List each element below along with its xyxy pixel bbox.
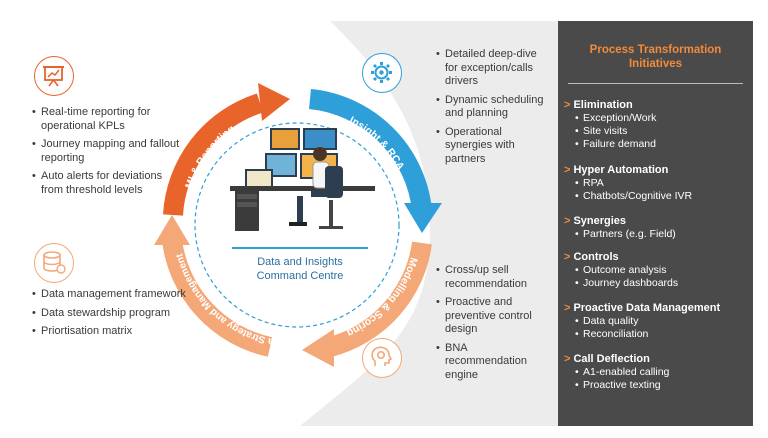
caret-icon: > bbox=[564, 302, 571, 314]
panel-title-line1: Process Transformation bbox=[589, 44, 722, 56]
panel-divider bbox=[568, 83, 743, 84]
data-strategy-arrowhead bbox=[154, 215, 190, 245]
list-item: Data quality bbox=[575, 315, 749, 328]
section-call-deflection: >Call Deflection A1-enabled calling Proa… bbox=[564, 352, 749, 393]
cycle-diagram: MI & Reporting Insight & RCA Modelling &… bbox=[154, 83, 442, 367]
caret-icon: > bbox=[564, 215, 571, 227]
center-divider bbox=[232, 247, 368, 249]
mi-reporting-arrowhead bbox=[258, 83, 290, 121]
list-item: Auto alerts for deviations from threshol… bbox=[32, 170, 182, 197]
panel-title: Process Transformation Initiatives bbox=[558, 43, 753, 71]
list-item: Cross/up sell recommendation bbox=[436, 264, 551, 291]
list-item: Partners (e.g. Field) bbox=[575, 228, 749, 241]
section-hyper-automation: >Hyper Automation RPA Chatbots/Cognitive… bbox=[564, 163, 749, 204]
list-item: Journey dashboards bbox=[575, 277, 749, 290]
center-title-line1: Data and Insights bbox=[257, 256, 343, 268]
list-item: Chatbots/Cognitive IVR bbox=[575, 190, 749, 203]
section-heading: >Call Deflection bbox=[564, 353, 650, 365]
process-transformation-panel: Process Transformation Initiatives >Elim… bbox=[558, 21, 753, 426]
list-item: RPA bbox=[575, 177, 749, 190]
database-icon bbox=[43, 251, 66, 274]
right-bottom-icon-circle bbox=[362, 338, 402, 378]
presentation-chart-icon bbox=[43, 66, 64, 87]
caret-icon: > bbox=[564, 251, 571, 263]
caret-icon: > bbox=[564, 353, 571, 365]
caret-icon: > bbox=[564, 164, 571, 176]
list-item: Outcome analysis bbox=[575, 264, 749, 277]
section-proactive-data-management: >Proactive Data Management Data quality … bbox=[564, 301, 749, 342]
left-top-icon-circle bbox=[34, 56, 74, 96]
insight-rca-arc bbox=[308, 89, 432, 212]
section-heading: >Hyper Automation bbox=[564, 164, 669, 176]
list-item: Reconciliation bbox=[575, 328, 749, 341]
inner-dashed-circle bbox=[194, 122, 400, 328]
list-item: A1-enabled calling bbox=[575, 366, 749, 379]
list-item: Journey mapping and fallout reporting bbox=[32, 138, 182, 165]
list-item: BNA recommendation engine bbox=[436, 342, 551, 383]
section-controls: >Controls Outcome analysis Journey dashb… bbox=[564, 250, 749, 291]
list-item: Priortisation matrix bbox=[32, 325, 207, 339]
modelling-scoring-arc bbox=[327, 241, 432, 357]
caret-icon: > bbox=[564, 99, 571, 111]
head-gear-icon bbox=[371, 346, 393, 366]
list-item: Real-time reporting for operational KPLs bbox=[32, 106, 182, 133]
left-bottom-list: Data management framework Data stewardsh… bbox=[32, 288, 207, 344]
section-heading: >Controls bbox=[564, 251, 619, 263]
modelling-scoring-arrowhead bbox=[302, 329, 334, 367]
left-bottom-icon-circle bbox=[34, 243, 74, 283]
center-title-line2: Command Centre bbox=[256, 270, 344, 282]
right-bottom-list: Cross/up sell recommendation Proactive a… bbox=[436, 264, 551, 387]
section-synergies: >Synergies Partners (e.g. Field) bbox=[564, 214, 749, 241]
section-heading: >Synergies bbox=[564, 215, 627, 227]
list-item: Proactive texting bbox=[575, 379, 749, 392]
list-item: Data management framework bbox=[32, 288, 207, 302]
list-item: Detailed deep-dive for exception/calls d… bbox=[436, 48, 551, 89]
list-item: Data stewardship program bbox=[32, 307, 207, 321]
list-item: Exception/Work bbox=[575, 112, 749, 125]
right-top-list: Detailed deep-dive for exception/calls d… bbox=[436, 48, 551, 171]
list-item: Failure demand bbox=[575, 138, 749, 151]
list-item: Site visits bbox=[575, 125, 749, 138]
panel-title-line2: Initiatives bbox=[628, 58, 683, 70]
section-heading: >Elimination bbox=[564, 99, 633, 111]
section-elimination: >Elimination Exception/Work Site visits … bbox=[564, 98, 749, 152]
list-item: Proactive and preventive control design bbox=[436, 296, 551, 337]
left-top-list: Real-time reporting for operational KPLs… bbox=[32, 106, 182, 202]
gear-icon bbox=[371, 62, 392, 83]
command-centre-illustration bbox=[230, 128, 375, 231]
list-item: Operational synergies with partners bbox=[436, 126, 551, 167]
right-top-icon-circle bbox=[362, 53, 402, 93]
section-heading: >Proactive Data Management bbox=[564, 302, 721, 314]
list-item: Dynamic scheduling and planning bbox=[436, 94, 551, 121]
insight-rca-arrowhead bbox=[404, 203, 442, 233]
